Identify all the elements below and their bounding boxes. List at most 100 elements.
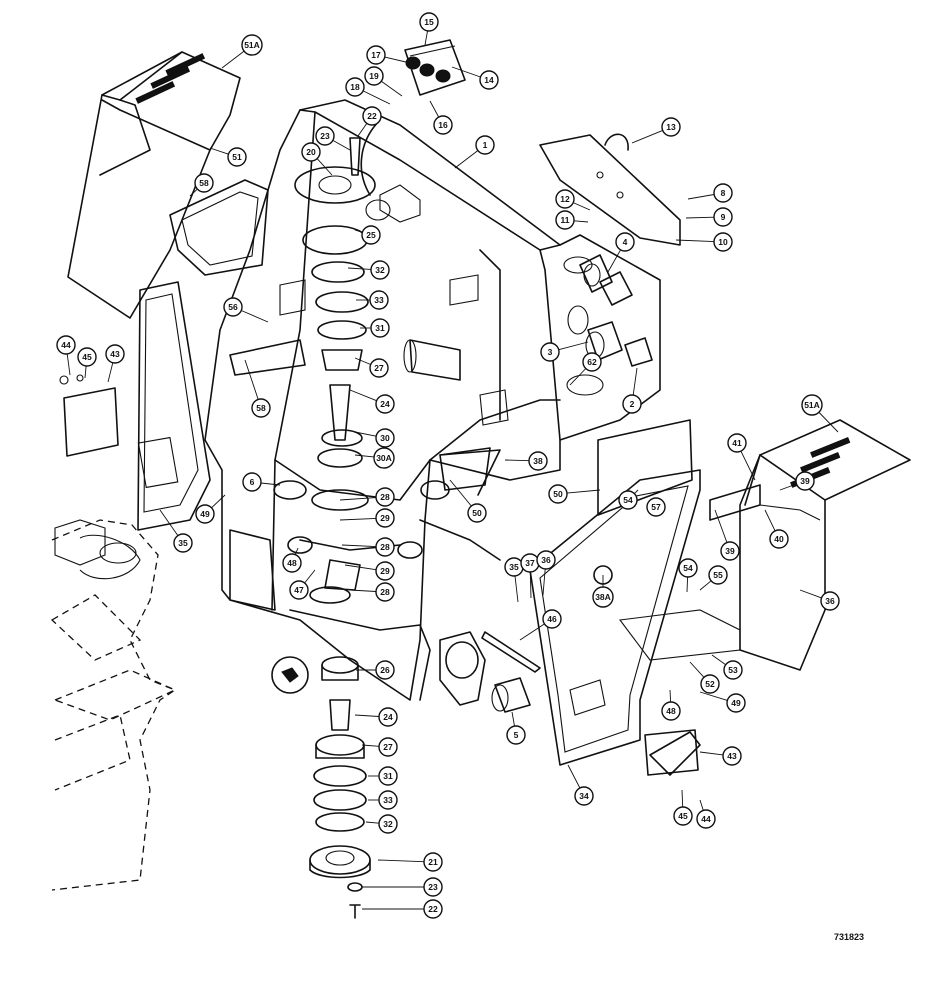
callout-bubble: 38 bbox=[528, 451, 548, 471]
callout-bubble: 44 bbox=[696, 809, 716, 829]
callout-bubble: 6 bbox=[242, 472, 262, 492]
callout-number: 35 bbox=[509, 562, 519, 572]
leader-line bbox=[573, 202, 591, 211]
callout-bubble: 10 bbox=[713, 232, 733, 252]
callout-number: 44 bbox=[701, 814, 711, 824]
callout-bubble: 33 bbox=[369, 290, 389, 310]
leader-line bbox=[349, 589, 377, 592]
mating-frame-dashed bbox=[50, 519, 177, 891]
callout-circle bbox=[77, 347, 97, 367]
leader-line bbox=[344, 564, 377, 571]
callout-bubble: 49 bbox=[726, 693, 746, 713]
leader-line bbox=[634, 489, 639, 494]
leader-line bbox=[377, 859, 425, 863]
callout-bubble: 58 bbox=[251, 398, 271, 418]
callout-number: 51A bbox=[804, 400, 820, 410]
leader-line bbox=[221, 50, 246, 69]
callout-number: 49 bbox=[731, 698, 741, 708]
callout-circle bbox=[713, 183, 733, 203]
leader-line bbox=[764, 509, 776, 532]
callout-number: 27 bbox=[383, 742, 393, 752]
callout-number: 39 bbox=[725, 546, 735, 556]
callout-bubble: 45 bbox=[77, 347, 97, 367]
leader-line bbox=[294, 547, 299, 555]
callout-number: 30 bbox=[380, 433, 390, 443]
leader-line bbox=[159, 509, 179, 536]
callout-number: 28 bbox=[380, 587, 390, 597]
callout-bubble: 57 bbox=[646, 497, 666, 517]
callout-number: 45 bbox=[82, 352, 92, 362]
callout-bubbles: 15171419181651A2223201135158812911251043… bbox=[56, 12, 840, 919]
callout-circle bbox=[615, 232, 635, 252]
callout-number: 17 bbox=[371, 50, 381, 60]
callout-bubble: 19 bbox=[364, 66, 384, 86]
callout-number: 50 bbox=[553, 489, 563, 499]
callout-number: 23 bbox=[320, 131, 330, 141]
callout-bubble: 54 bbox=[618, 490, 638, 510]
callout-circle bbox=[194, 173, 214, 193]
leader-line bbox=[107, 362, 114, 383]
leader-line bbox=[339, 517, 377, 521]
callout-circle bbox=[419, 12, 439, 32]
callout-bubble: 41 bbox=[727, 433, 747, 453]
callout-circle bbox=[369, 358, 389, 378]
callout-number: 13 bbox=[666, 122, 676, 132]
leader-line bbox=[339, 497, 377, 501]
callout-circle bbox=[227, 147, 247, 167]
callout-circle bbox=[555, 189, 575, 209]
callout-bubble: 21 bbox=[423, 852, 443, 872]
callout-circle bbox=[423, 852, 443, 872]
callout-number: 21 bbox=[428, 857, 438, 867]
callout-bubble: 43 bbox=[105, 344, 125, 364]
leader-line bbox=[519, 623, 545, 641]
leader-line bbox=[365, 821, 380, 824]
leader-line bbox=[511, 711, 515, 727]
callout-circle bbox=[713, 207, 733, 227]
leader-line bbox=[687, 194, 715, 200]
callout-bubble: 51 bbox=[227, 147, 247, 167]
main-frame-1 bbox=[204, 99, 661, 701]
callout-bubble: 17 bbox=[366, 45, 386, 65]
leader-line bbox=[686, 576, 689, 593]
leader-line bbox=[362, 90, 391, 105]
callout-circle bbox=[433, 115, 453, 135]
leader-line bbox=[567, 764, 581, 789]
callout-bubble: 27 bbox=[369, 358, 389, 378]
callout-circle bbox=[726, 693, 746, 713]
callout-number: 38 bbox=[533, 456, 543, 466]
leader-line bbox=[349, 389, 377, 402]
leader-line bbox=[699, 580, 712, 591]
callout-circle bbox=[700, 674, 720, 694]
callout-number: 23 bbox=[428, 882, 438, 892]
callout-bubble: 43 bbox=[722, 746, 742, 766]
callout-number: 33 bbox=[374, 295, 384, 305]
handle-13 bbox=[604, 133, 629, 151]
callout-number: 44 bbox=[61, 340, 71, 350]
callout-circle bbox=[362, 106, 382, 126]
callout-number: 15 bbox=[424, 17, 434, 27]
callout-bubble: 49 bbox=[195, 504, 215, 524]
callout-circle bbox=[375, 394, 395, 414]
callout-bubble: 11 bbox=[555, 210, 575, 230]
leader-line bbox=[449, 479, 472, 507]
callout-number: 41 bbox=[732, 438, 742, 448]
callout-number: 56 bbox=[228, 302, 238, 312]
callout-number: 30A bbox=[376, 453, 392, 463]
leader-line bbox=[241, 310, 269, 323]
leader-line bbox=[699, 691, 728, 701]
callout-bubble: 28 bbox=[375, 582, 395, 602]
top-plate-14 bbox=[404, 39, 466, 96]
callout-circle bbox=[423, 899, 443, 919]
callout-circle bbox=[361, 225, 381, 245]
leader-line bbox=[354, 454, 376, 458]
callout-bubble: 29 bbox=[375, 561, 395, 581]
callout-bubble: 5 bbox=[506, 725, 526, 745]
callout-circle bbox=[378, 737, 398, 757]
leader-line bbox=[361, 744, 380, 747]
callout-number: 39 bbox=[800, 476, 810, 486]
leader-line bbox=[779, 483, 797, 491]
cover-plate-43-right bbox=[644, 729, 701, 776]
leader-line bbox=[260, 482, 281, 486]
callout-circle bbox=[375, 561, 395, 581]
cover-plate-10 bbox=[539, 134, 681, 246]
